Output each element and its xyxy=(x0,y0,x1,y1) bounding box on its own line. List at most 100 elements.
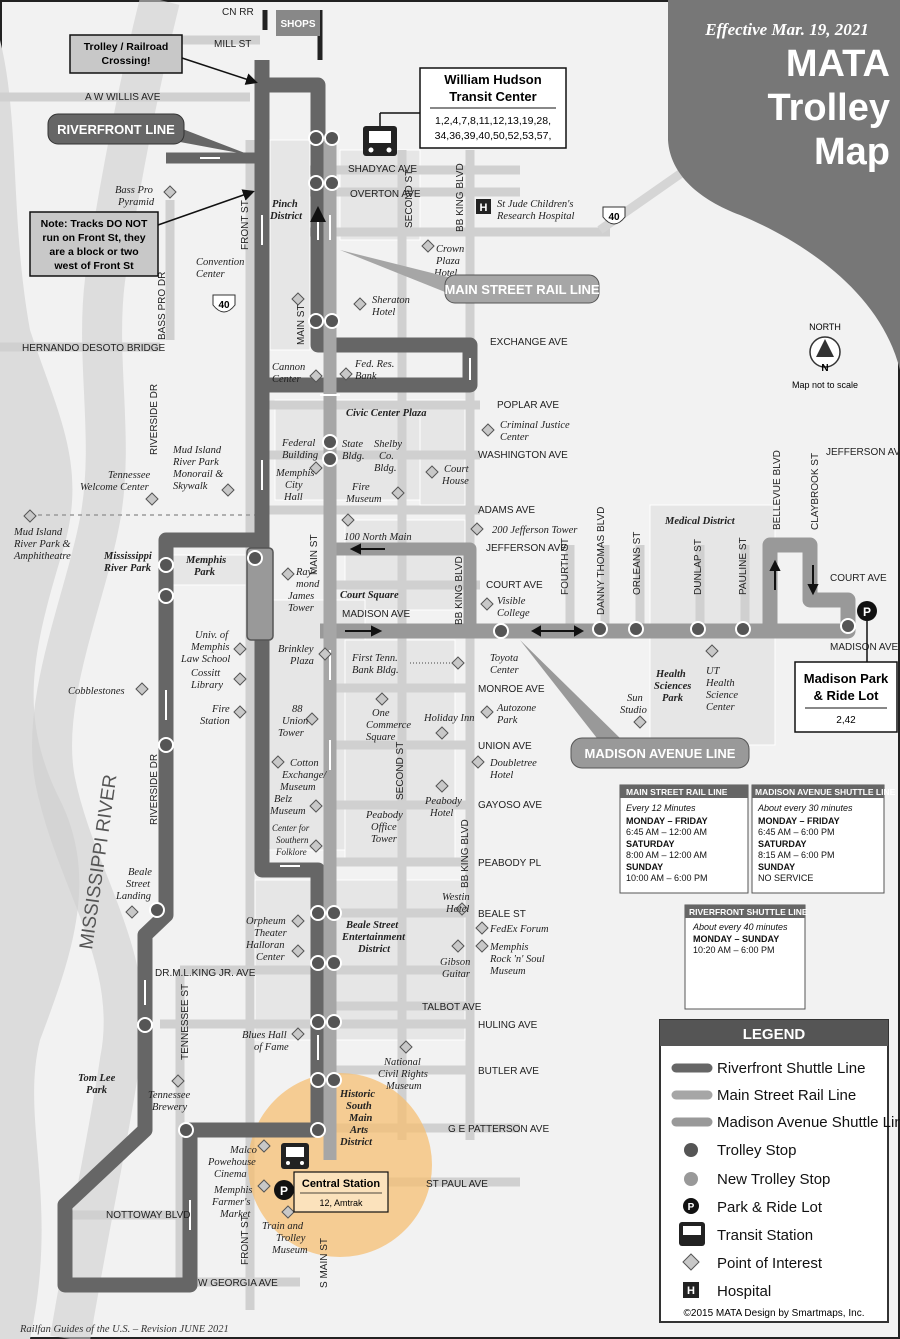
svg-text:& Ride Lot: & Ride Lot xyxy=(814,688,880,703)
stop-pauline xyxy=(735,621,751,637)
mississippi-river xyxy=(0,40,80,1339)
svg-text:Fed. Res.: Fed. Res. xyxy=(354,359,394,370)
svg-text:NOTTOWAY BLVD: NOTTOWAY BLVD xyxy=(106,1210,190,1221)
svg-text:About every 30 minutes: About every 30 minutes xyxy=(757,803,853,813)
poi-doubletree-icon xyxy=(471,755,485,769)
stop-butler-e xyxy=(326,1072,342,1088)
svg-text:Park: Park xyxy=(496,715,518,726)
svg-text:William Hudson: William Hudson xyxy=(444,72,541,87)
svg-text:Plaza: Plaza xyxy=(289,656,314,667)
svg-text:EXCHANGE AVE: EXCHANGE AVE xyxy=(490,337,568,348)
svg-text:Riverfront Shuttle Line: Riverfront Shuttle Line xyxy=(717,1060,865,1077)
svg-text:Fire: Fire xyxy=(211,704,230,715)
svg-text:Crown: Crown xyxy=(436,244,464,255)
svg-text:Law School: Law School xyxy=(180,654,230,665)
new-trolley-stop-icon xyxy=(684,1172,698,1186)
poi-markers[interactable] xyxy=(23,185,719,1219)
poi-cotton-icon xyxy=(271,755,285,769)
svg-text:Toyota: Toyota xyxy=(490,653,518,664)
svg-text:34,36,39,40,50,52,53,57,: 34,36,39,40,50,52,53,57, xyxy=(435,130,552,142)
poi-halloran-icon xyxy=(291,944,305,958)
schedule-main-street: MAIN STREET RAIL LINE Every 12 Minutes M… xyxy=(619,784,749,894)
poi-firestation-icon xyxy=(233,705,247,719)
svg-text:BUTLER AVE: BUTLER AVE xyxy=(478,1066,539,1077)
svg-text:Memphis: Memphis xyxy=(185,555,226,566)
poi-autozone-icon xyxy=(480,705,494,719)
svg-text:Cobblestones: Cobblestones xyxy=(68,686,125,697)
svg-text:Bldg.: Bldg. xyxy=(342,451,364,462)
svg-text:MAIN STREET RAIL LINE: MAIN STREET RAIL LINE xyxy=(626,787,728,797)
svg-text:Peabody: Peabody xyxy=(424,796,462,807)
svg-text:CN RR: CN RR xyxy=(222,7,254,18)
svg-text:BB KING BLVD: BB KING BLVD xyxy=(460,819,471,888)
stop-madison-park xyxy=(840,618,856,634)
svg-text:Health: Health xyxy=(655,669,686,680)
poi-uom-icon xyxy=(233,642,247,656)
central-station-callout[interactable]: P Central Station 12, Amtrak xyxy=(274,1143,389,1213)
svg-text:Ray-: Ray- xyxy=(295,567,316,578)
madison-park-ride-callout[interactable]: P Madison Park & Ride Lot 2,42 xyxy=(794,601,898,733)
svg-text:BEALE ST: BEALE ST xyxy=(478,909,526,920)
svg-text:River Park &: River Park & xyxy=(13,539,71,550)
svg-text:FOURTH ST: FOURTH ST xyxy=(560,538,571,595)
svg-text:Guitar: Guitar xyxy=(442,969,471,980)
svg-text:Trolley: Trolley xyxy=(276,1233,306,1244)
svg-text:Civil Rights: Civil Rights xyxy=(378,1069,428,1080)
svg-text:Westin: Westin xyxy=(442,892,470,903)
park-ride-icon xyxy=(857,601,877,621)
svg-text:Cinema: Cinema xyxy=(214,1169,247,1180)
poi-union88-icon xyxy=(305,712,319,726)
svg-text:TALBOT AVE: TALBOT AVE xyxy=(422,1002,482,1013)
svg-text:Museum: Museum xyxy=(269,806,306,817)
stop-riverside-2 xyxy=(158,737,174,753)
svg-text:SHADYAC AVE: SHADYAC AVE xyxy=(348,164,417,175)
svg-text:10:00 AM – 6:00 PM: 10:00 AM – 6:00 PM xyxy=(626,873,708,883)
svg-text:W GEORGIA AVE: W GEORGIA AVE xyxy=(198,1278,278,1289)
svg-text:National: National xyxy=(383,1057,421,1068)
svg-text:GAYOSO AVE: GAYOSO AVE xyxy=(478,800,542,811)
svg-text:Central Station: Central Station xyxy=(302,1178,381,1190)
trolley-stops[interactable] xyxy=(137,130,856,1138)
riverfront-line xyxy=(57,60,478,1293)
svg-text:Transit Station: Transit Station xyxy=(717,1227,813,1244)
svg-text:FedEx Forum: FedEx Forum xyxy=(489,924,549,935)
svg-text:88: 88 xyxy=(292,704,303,715)
svg-text:Center: Center xyxy=(490,665,519,676)
poi-farmers-icon xyxy=(257,1179,271,1193)
svg-text:Holiday Inn: Holiday Inn xyxy=(423,713,474,724)
svg-text:District: District xyxy=(357,944,391,955)
svg-text:Park: Park xyxy=(86,1085,108,1096)
madison-line-callout: MADISON AVENUE LINE xyxy=(520,640,750,769)
front-street-note: Note: Tracks DO NOT run on Front St, the… xyxy=(29,189,255,277)
svg-text:College: College xyxy=(497,608,530,619)
svg-text:Plaza: Plaza xyxy=(435,256,460,267)
svg-text:6:45 AM – 12:00 AM: 6:45 AM – 12:00 AM xyxy=(626,827,707,837)
svg-text:Center for: Center for xyxy=(272,823,310,833)
svg-text:Park: Park xyxy=(194,567,216,578)
svg-text:Trolley Stop: Trolley Stop xyxy=(717,1142,796,1159)
svg-text:Bldg.: Bldg. xyxy=(374,463,396,474)
poi-courthouse-icon xyxy=(425,465,439,479)
svg-text:SUNDAY: SUNDAY xyxy=(626,862,663,872)
poi-welcome-icon xyxy=(145,492,159,506)
svg-text:Building: Building xyxy=(282,450,318,461)
svg-text:SUNDAY: SUNDAY xyxy=(758,862,795,872)
stop-riverside-1 xyxy=(158,588,174,604)
svg-text:Center: Center xyxy=(256,952,285,963)
svg-text:are a block or two: are a block or two xyxy=(49,246,138,258)
transit-center-callout[interactable]: William Hudson Transit Center 1,2,4,7,8,… xyxy=(363,67,567,156)
poi-cossitt-icon xyxy=(233,672,247,686)
svg-text:H: H xyxy=(687,1285,695,1297)
svg-text:Tower: Tower xyxy=(278,728,305,739)
svg-text:Union: Union xyxy=(282,716,308,727)
svg-text:Memphis: Memphis xyxy=(275,468,315,479)
svg-text:6:45 AM – 6:00 PM: 6:45 AM – 6:00 PM xyxy=(758,827,835,837)
svg-text:St Jude Children's: St Jude Children's xyxy=(497,199,574,210)
svg-text:Train and: Train and xyxy=(262,1221,304,1232)
svg-text:Cossitt: Cossitt xyxy=(191,668,221,679)
svg-text:Park & Ride Lot: Park & Ride Lot xyxy=(717,1199,823,1216)
svg-text:BB KING BLVD: BB KING BLVD xyxy=(454,556,465,625)
north-label: NORTH xyxy=(809,322,841,332)
svg-text:JEFFERSON AVE: JEFFERSON AVE xyxy=(486,543,567,554)
